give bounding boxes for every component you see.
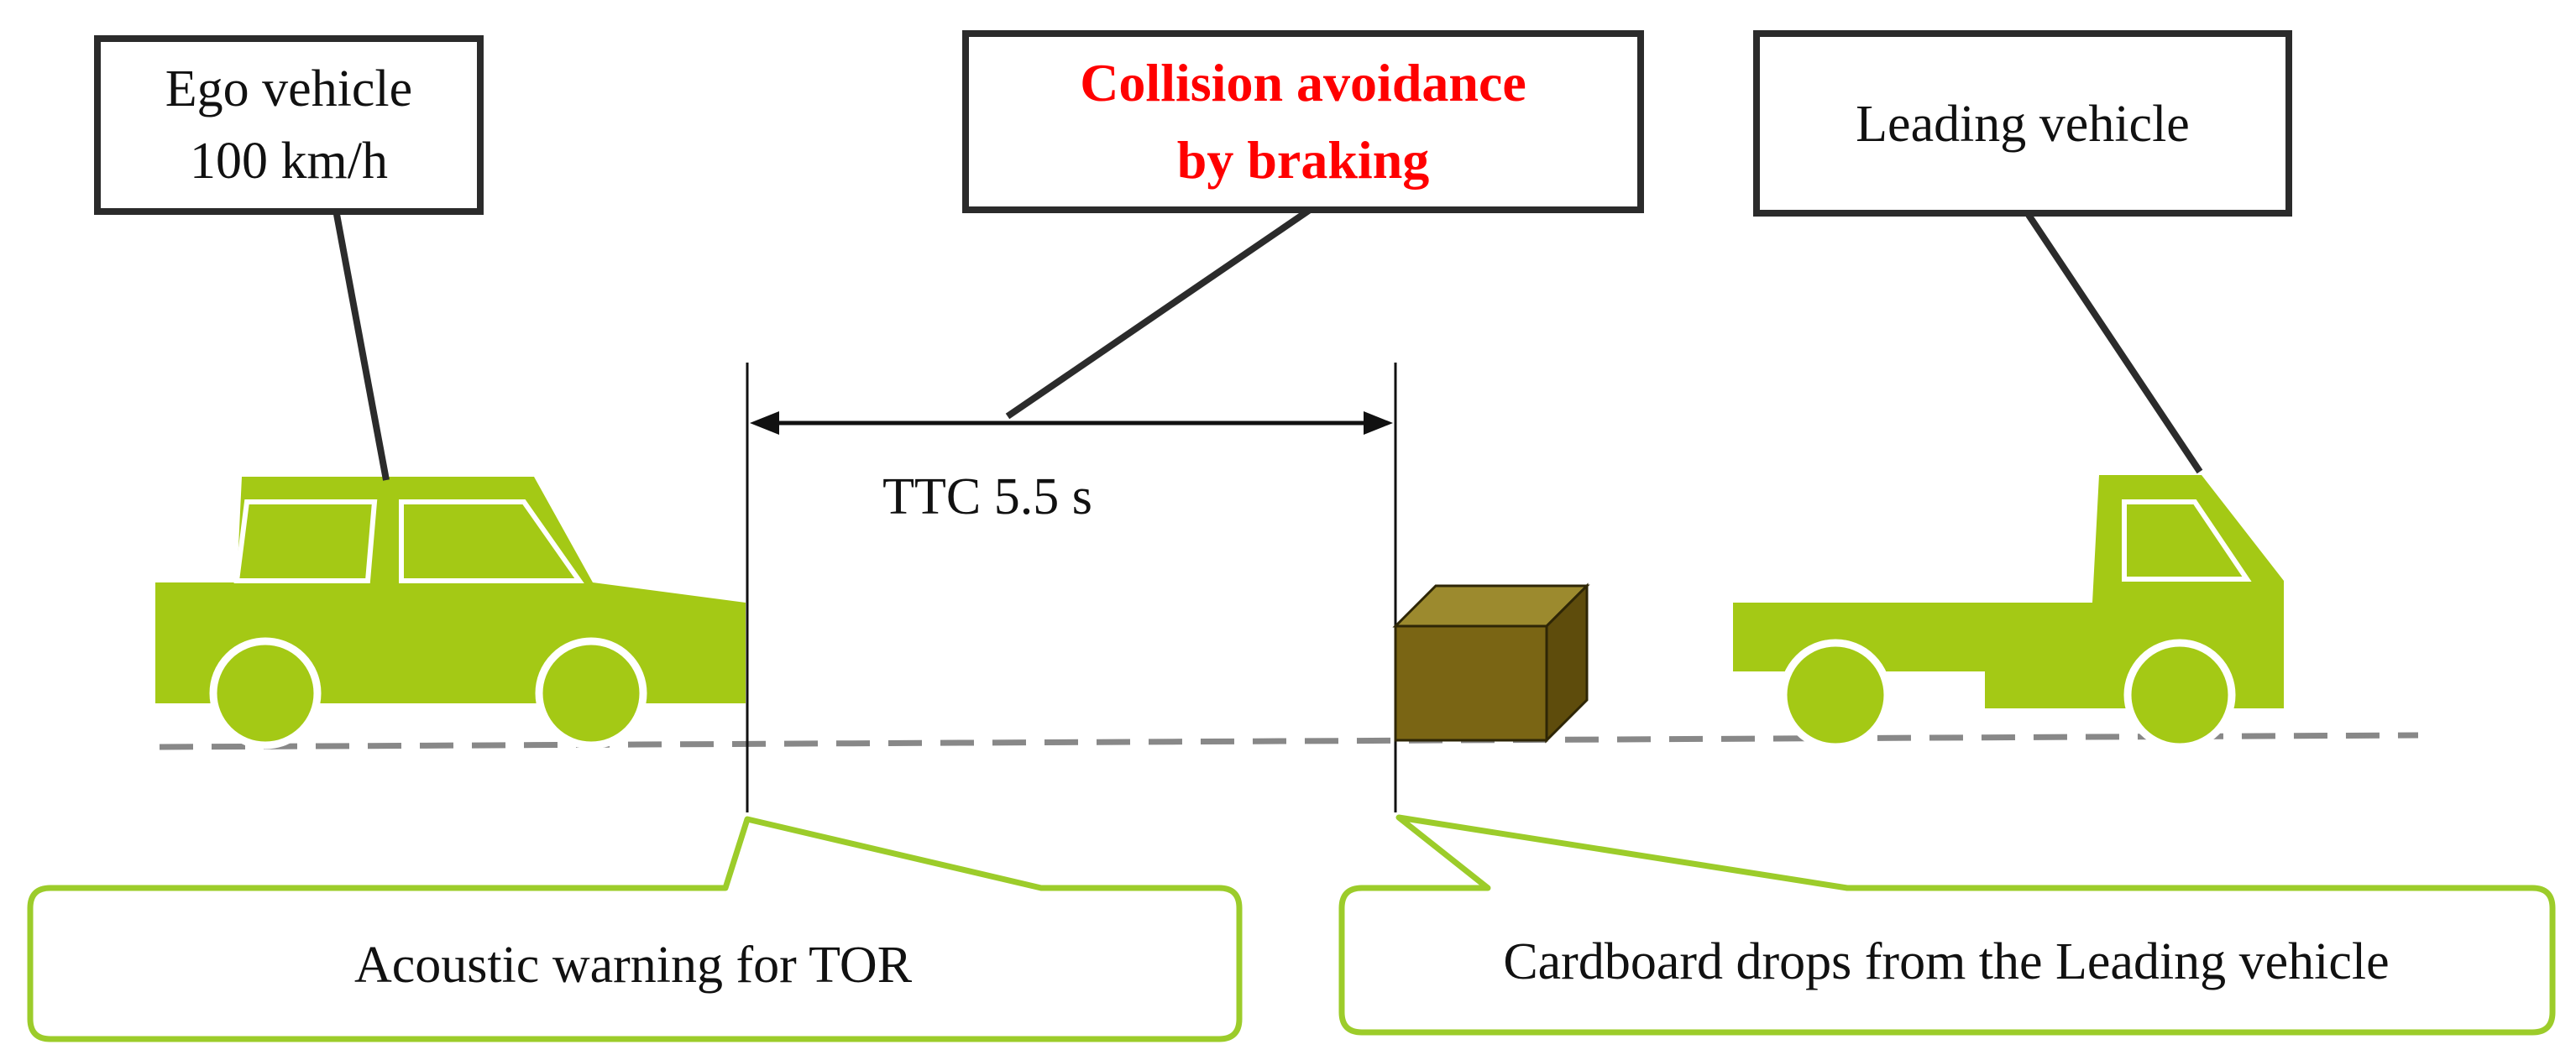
leading-vehicle-leader [2025,212,2203,474]
action-box [962,30,1644,213]
action-leader [1005,206,1312,420]
cardboard-callout [1338,814,2556,1036]
tor-callout [27,816,1243,1042]
tor-callout-label: Acoustic warning for TOR [354,937,913,994]
leading-vehicle-box [1753,30,2292,217]
ego-vehicle-label: Ego vehicle [165,60,412,118]
ego-vehicle-speed: 100 km/h [190,133,388,190]
action-label-line2: by braking [1177,130,1430,190]
ttc-label: TTC 5.5 s [882,468,1092,525]
ego-vehicle-icon [155,477,746,749]
action-label-line1: Collision avoidance [1080,53,1526,112]
cardboard-callout-label: Cardboard drops from the Leading vehicle [1503,933,2389,990]
ego-vehicle-leader [332,209,390,481]
leading-vehicle-icon [1733,475,2284,751]
cardboard-box-icon [1392,582,1590,744]
ttc-arrow [750,411,1393,435]
ego-vehicle-box [94,35,484,215]
leading-vehicle-label: Leading vehicle [1856,96,2190,153]
road-line [159,732,2419,750]
